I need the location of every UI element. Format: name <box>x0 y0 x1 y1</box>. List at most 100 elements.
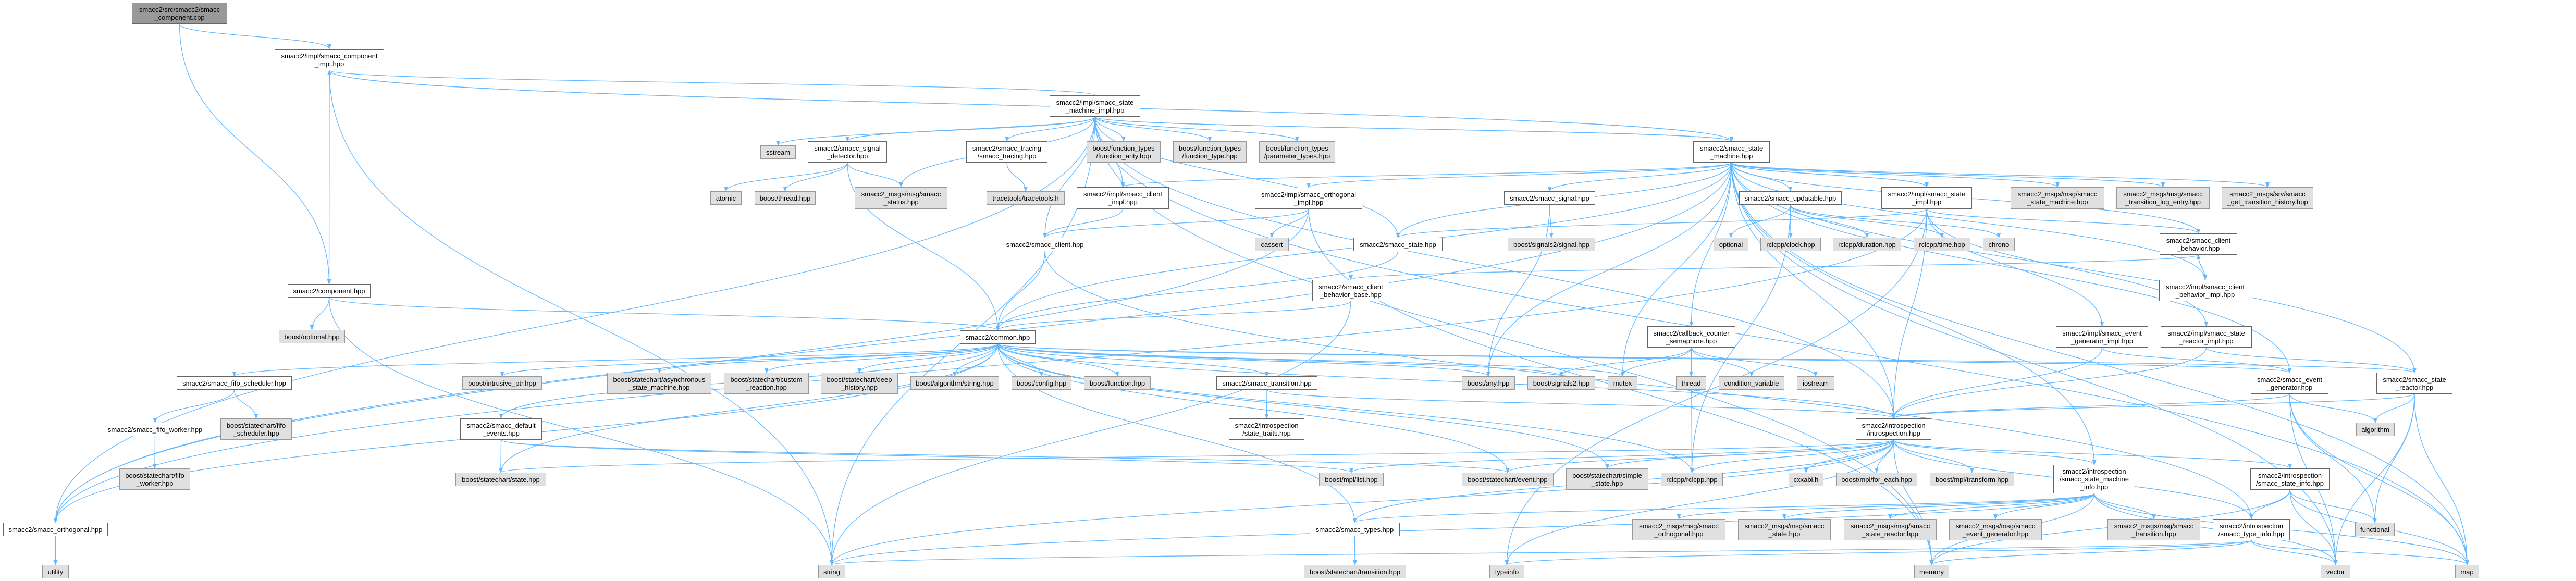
include-edge-ccs-to-condvar <box>1691 347 1754 377</box>
file-node-signal[interactable]: smacc2/smacc_signal.hpp <box>1504 191 1595 205</box>
file-node-orth[interactable]: smacc2/smacc_orthogonal.hpp <box>3 523 108 536</box>
file-node-tinfo[interactable]: smacc2/introspection/smacc_type_info.hpp <box>2213 519 2290 540</box>
include-edge-common-to-algstr <box>953 343 999 377</box>
file-node-label: rclcpp/duration.hpp <box>1838 240 1896 249</box>
file-node-upd[interactable]: smacc2/smacc_updatable.hpp <box>1739 191 1842 205</box>
file-node-label: boost/config.hpp <box>1016 379 1067 387</box>
file-node-ccs[interactable]: smacc2/callback_counter_semaphore.hpp <box>1647 326 1735 348</box>
file-node-cimpl[interactable]: smacc2/impl/smacc_component_impl.hpp <box>275 49 384 70</box>
include-edge-stimpl-to-sm <box>1729 162 1927 188</box>
file-node-duration: rclcpp/duration.hpp <box>1833 238 1901 251</box>
include-edge-eg-to-algorithm <box>2289 393 2377 423</box>
file-node-utility: utility <box>42 565 69 578</box>
file-node-sr[interactable]: smacc2/smacc_state_reactor.hpp <box>2376 373 2452 394</box>
include-edge-srimpl-to-sr <box>2205 347 2417 373</box>
file-node-tracing[interactable]: smacc2/smacc_tracing/smacc_tracing.hpp <box>966 141 1047 163</box>
file-node-label: boost/mpl/for_each.hpp <box>1841 475 1912 484</box>
file-node-label: smacc2/smacc_orthogonal.hpp <box>8 525 103 534</box>
include-edge-client-to-tinfo <box>1044 251 2253 520</box>
file-node-label: _scheduler.hpp <box>233 429 279 437</box>
include-edge-sm-to-smimpl <box>1093 116 1732 142</box>
file-node-climpl[interactable]: smacc2/impl/smacc_client_impl.hpp <box>1077 187 1169 209</box>
include-edge-stimpl-to-egimpl <box>1926 208 2104 327</box>
file-node-sminfo[interactable]: smacc2/introspection/smacc_state_machine… <box>2053 465 2135 493</box>
file-node-label: smacc2/smacc_client <box>2166 236 2231 244</box>
file-node-farity: boost/function_types/function_arity.hpp <box>1087 141 1161 163</box>
file-node-common[interactable]: smacc2/common.hpp <box>960 330 1036 344</box>
file-node-sigdet[interactable]: smacc2/smacc_signal_detector.hpp <box>808 141 887 163</box>
file-node-comp[interactable]: smacc2/component.hpp <box>288 284 371 298</box>
file-node-label: cxxabi.h <box>1793 475 1819 484</box>
include-edge-cbimpl-to-sm <box>1729 162 2206 280</box>
file-node-bthread: boost/thread.hpp <box>755 191 816 205</box>
file-node-state[interactable]: smacc2/smacc_state.hpp <box>1353 238 1443 251</box>
file-node-label: _worker.hpp <box>136 479 174 487</box>
include-edge-common-to-fifos <box>232 343 999 377</box>
file-node-iostream: iostream <box>1797 376 1834 390</box>
file-node-label: /smacc_tracing.hpp <box>977 152 1037 160</box>
include-edge-defev-to-mpllist <box>500 439 1353 473</box>
include-edge-fifos-to-fifow <box>153 389 235 423</box>
include-edge-stinfo-to-vector <box>2289 489 2338 565</box>
file-node-msgsm: smacc2_msgs/msg/smacc_state_machine.hpp <box>2011 187 2104 209</box>
include-edge-tinfo-to-typeinfo <box>1505 540 2252 565</box>
file-node-time: rclcpp/time.hpp <box>1914 238 1970 251</box>
file-node-label: vector <box>2326 567 2345 576</box>
file-node-label: _info.hpp <box>2080 483 2109 491</box>
file-node-label: optional <box>1719 240 1743 249</box>
file-node-label: smacc2/smacc_signal.hpp <box>1510 194 1589 202</box>
file-node-label: rclcpp/clock.hpp <box>1766 240 1815 249</box>
file-node-client[interactable]: smacc2/smacc_client.hpp <box>1000 238 1090 251</box>
file-node-cbimpl[interactable]: smacc2/impl/smacc_client_behavior_impl.h… <box>2159 280 2251 301</box>
file-node-label: _component.cpp <box>154 13 205 21</box>
include-edge-trans-to-intro <box>1266 389 1896 419</box>
file-node-label: sstream <box>766 148 791 156</box>
file-node-trans[interactable]: smacc2/smacc_transition.hpp <box>1216 376 1317 390</box>
file-node-config: boost/config.hpp <box>1012 376 1071 390</box>
file-node-egimpl[interactable]: smacc2/impl/smacc_event_generator_impl.h… <box>2056 326 2148 348</box>
include-edge-signal-to-s2sig <box>1549 204 1554 238</box>
include-edge-sm-to-cimpl <box>327 70 1732 142</box>
file-node-fifow[interactable]: smacc2/smacc_fifo_worker.hpp <box>102 423 208 436</box>
file-node-intro[interactable]: smacc2/introspection/introspection.hpp <box>1856 418 1931 440</box>
file-node-gth: smacc2_msgs/srv/smacc_get_transition_his… <box>2222 187 2313 209</box>
file-node-fifos[interactable]: smacc2/smacc_fifo_scheduler.hpp <box>177 376 292 390</box>
include-edge-common-to-trans <box>997 343 1269 377</box>
include-edge-comp-to-opt <box>310 297 330 330</box>
file-node-label: smacc2/smacc_transition.hpp <box>1222 379 1312 387</box>
file-node-label: /function_type.hpp <box>1182 152 1238 160</box>
file-node-stimpl[interactable]: smacc2/impl/smacc_state_impl.hpp <box>1881 187 1972 209</box>
file-node-label: boost/statechart/state.hpp <box>462 475 540 484</box>
file-node-stinfo[interactable]: smacc2/introspection/smacc_state_info.hp… <box>2250 468 2330 490</box>
file-node-label: smacc2_msgs/msg/smacc <box>1955 522 2036 530</box>
file-node-cbbase[interactable]: smacc2/smacc_client_behavior_base.hpp <box>1312 280 1389 301</box>
file-node-srimpl[interactable]: smacc2/impl/smacc_state_reactor_impl.hpp <box>2161 326 2252 348</box>
file-node-types[interactable]: smacc2/smacc_types.hpp <box>1310 523 1400 536</box>
file-node-orthimpl[interactable]: smacc2/impl/smacc_orthogonal_impl.hpp <box>1255 188 1362 209</box>
include-edge-egimpl-to-eg <box>2101 347 2292 373</box>
file-node-s2sig: boost/signals2/signal.hpp <box>1508 238 1595 251</box>
file-node-smimpl[interactable]: smacc2/impl/smacc_state_machine_impl.hpp <box>1050 95 1140 117</box>
include-edge-sm-to-signal <box>1547 162 1732 192</box>
file-node-tle: smacc2_msgs/msg/smacc_transition_log_ent… <box>2116 187 2210 209</box>
include-edge-sminfo-to-mstate <box>1782 493 2095 520</box>
include-edge-sm-to-climpl <box>1120 162 1732 188</box>
file-node-tracetools: tracetools/tracetools.h <box>987 191 1065 205</box>
file-node-label: smacc2/impl/smacc_client <box>1083 190 1162 198</box>
include-edge-cbbase-to-common <box>995 301 1351 331</box>
include-edge-sm-to-msgsm <box>1731 162 2060 188</box>
file-node-cb[interactable]: smacc2/smacc_client_behavior.hpp <box>2160 233 2237 255</box>
file-node-defev[interactable]: smacc2/smacc_default_events.hpp <box>460 418 542 440</box>
file-node-label: smacc2/impl/smacc_component <box>281 52 378 60</box>
include-edge-common-to-mutex <box>997 343 1625 377</box>
include-edge-comp-to-common <box>328 297 1000 331</box>
file-node-label: _state.hpp <box>1768 529 1801 538</box>
file-node-sm[interactable]: smacc2/smacc_state_machine.hpp <box>1693 141 1770 163</box>
file-node-traits[interactable]: smacc2/introspection/state_traits.hpp <box>1229 418 1304 440</box>
file-node-label: boost/intrusive_ptr.hpp <box>468 379 536 387</box>
include-edge-sminfo-to-string <box>830 493 2095 565</box>
file-node-any: boost/any.hpp <box>1462 376 1515 390</box>
file-node-eg[interactable]: smacc2/smacc_event_generator.hpp <box>2251 373 2328 394</box>
file-node-label: boost/thread.hpp <box>759 194 811 202</box>
